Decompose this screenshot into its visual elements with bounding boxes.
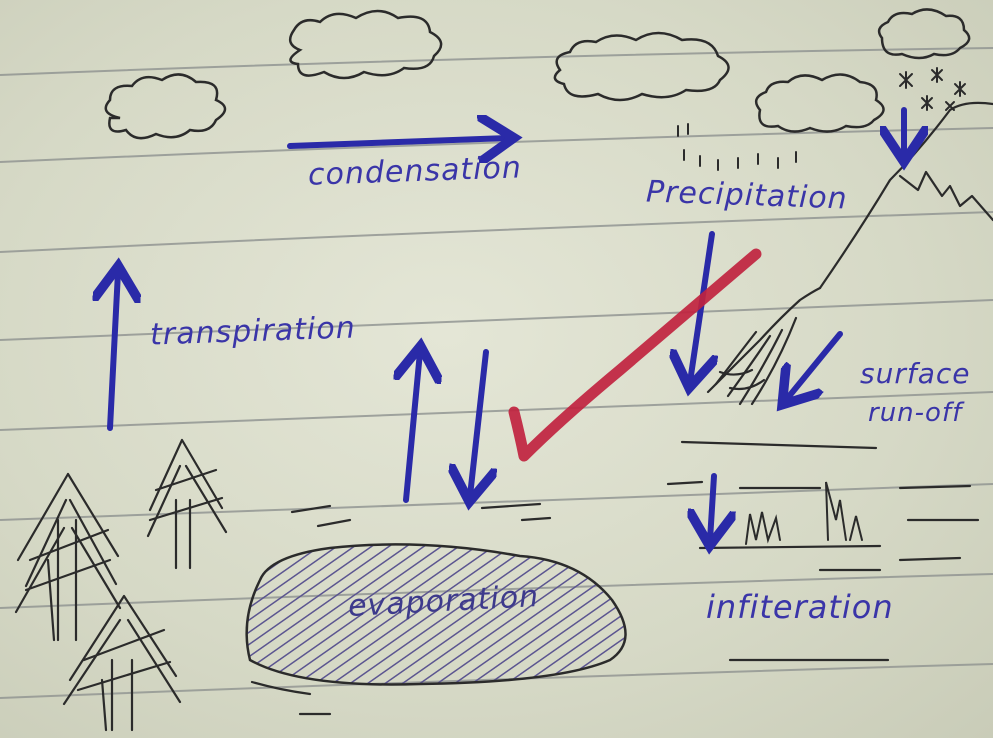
lake-icon [245, 543, 627, 686]
surface-runoff-label-line1: surface [860, 357, 971, 390]
transpiration-arrow-icon [110, 272, 118, 431]
precipitation-label: Precipitation [645, 174, 849, 217]
surface-runoff-label-line2: run-off [868, 398, 963, 428]
condensation-label: condensation [307, 150, 523, 193]
tree-icon [62, 594, 182, 732]
infiltration-arrow-icon [710, 473, 714, 540]
cloud-icon [754, 73, 885, 133]
cloud-icon [877, 8, 971, 60]
tree-icon [146, 438, 228, 570]
condensation-arrow-icon [287, 138, 508, 146]
rain-icon [677, 123, 797, 171]
snow-icon [899, 67, 966, 111]
red-check-icon [508, 248, 762, 462]
ruled-lines [0, 47, 993, 699]
cloud-icon [553, 31, 730, 102]
grass-icon [745, 481, 863, 545]
evaporation-down-arrow-icon [470, 349, 486, 496]
runoff-arrow-icon [786, 331, 843, 400]
cloud-icon [288, 9, 443, 80]
cloud-icon [104, 73, 227, 140]
tree-icon [14, 472, 122, 642]
infiltration-label: infiteration [706, 588, 894, 626]
transpiration-label: transpiration [149, 310, 357, 353]
evaporation-up-arrow-icon [406, 352, 420, 503]
